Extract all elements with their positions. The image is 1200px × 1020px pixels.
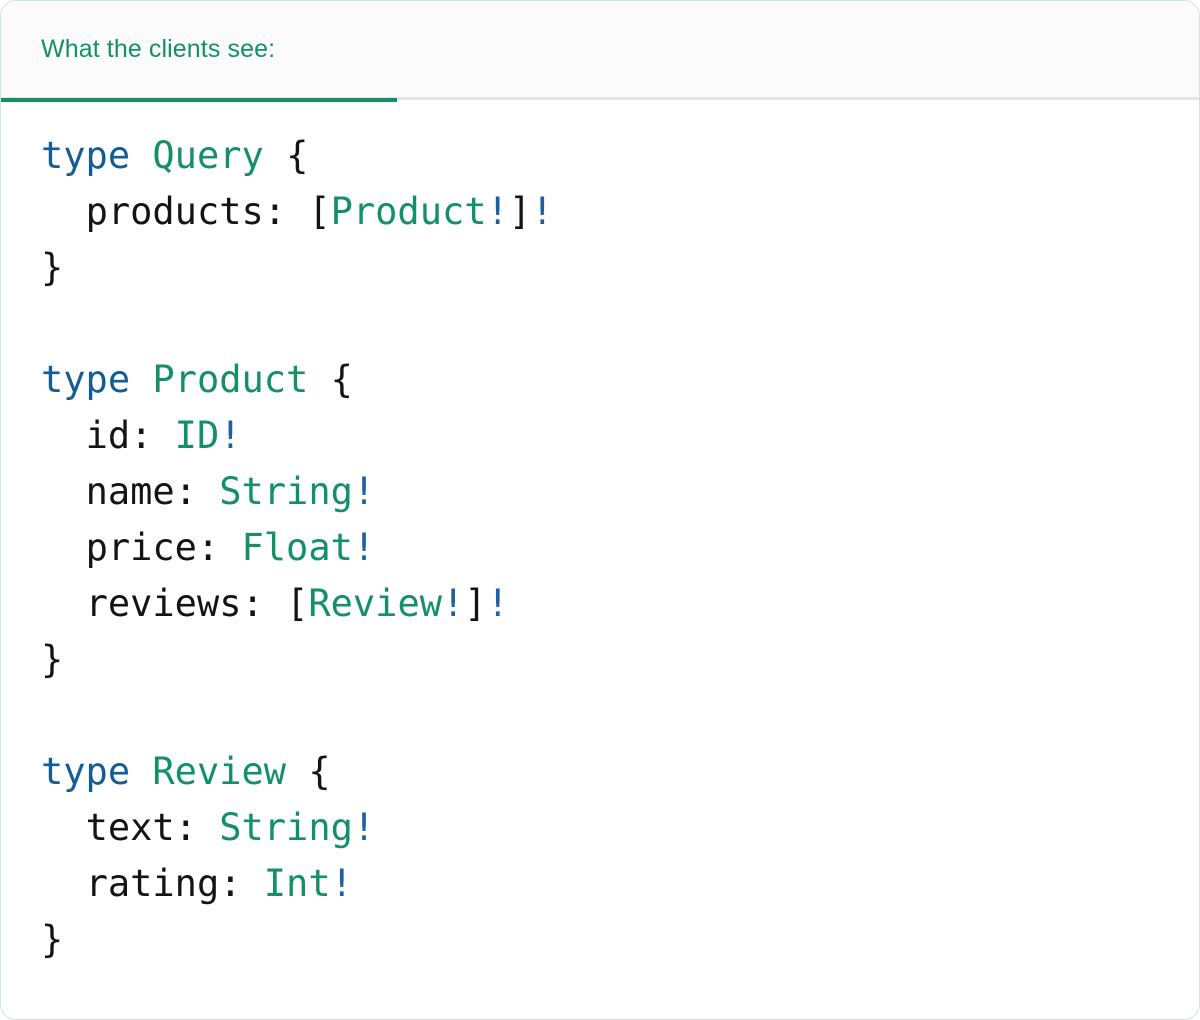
code-token-punct: } bbox=[41, 918, 64, 961]
code-token-bang: ! bbox=[486, 190, 509, 233]
code-token-punct: { bbox=[286, 134, 309, 177]
code-line: products: [Product!]! bbox=[41, 184, 1199, 240]
code-token-field: name: bbox=[85, 470, 197, 513]
code-line: rating: Int! bbox=[41, 856, 1199, 912]
code-token-type: Float bbox=[241, 526, 353, 569]
code-token-plain bbox=[219, 526, 241, 569]
code-token-field: rating: bbox=[85, 862, 242, 905]
code-token-field: id: bbox=[85, 414, 153, 457]
code-token-plain bbox=[286, 190, 308, 233]
code-line bbox=[41, 296, 1199, 352]
code-token-punct: } bbox=[41, 638, 64, 681]
code-token-bang: ! bbox=[352, 806, 376, 849]
code-token-bang: ! bbox=[352, 470, 376, 513]
code-line: type Product { bbox=[41, 352, 1199, 408]
code-token-type: Product bbox=[152, 358, 309, 401]
code-token-type: String bbox=[219, 470, 353, 513]
tab-what-the-clients-see[interactable]: What the clients see: bbox=[1, 1, 397, 102]
code-line: id: ID! bbox=[41, 408, 1199, 464]
code-token-field: products: bbox=[85, 190, 287, 233]
code-panel: type Query { products: [Product!]! } typ… bbox=[1, 100, 1199, 968]
code-token-plain bbox=[152, 414, 174, 457]
code-token-punct: ] bbox=[508, 190, 532, 233]
code-token-type: Review bbox=[152, 750, 287, 793]
code-token-plain bbox=[286, 750, 308, 793]
tab-label: What the clients see: bbox=[41, 34, 276, 63]
code-token-punct: ] bbox=[464, 582, 487, 625]
code-token-type: String bbox=[219, 806, 353, 849]
code-token-bang: ! bbox=[352, 526, 376, 569]
code-token-type: ID bbox=[174, 414, 220, 457]
code-line: } bbox=[41, 912, 1199, 968]
code-line: } bbox=[41, 240, 1199, 296]
code-token-punct: [ bbox=[308, 190, 331, 233]
code-token-kw: type bbox=[41, 750, 131, 793]
code-token-bang: ! bbox=[219, 414, 242, 457]
code-token-plain bbox=[242, 862, 264, 905]
code-token-bang: ! bbox=[531, 190, 554, 233]
code-line: } bbox=[41, 632, 1199, 688]
code-line bbox=[41, 688, 1199, 744]
code-token-plain bbox=[130, 134, 152, 177]
code-token-bang: ! bbox=[486, 582, 509, 625]
code-token-punct: { bbox=[308, 750, 331, 793]
code-token-field: reviews: bbox=[85, 582, 264, 625]
code-line: text: String! bbox=[41, 800, 1199, 856]
code-line: reviews: [Review!]! bbox=[41, 576, 1199, 632]
code-token-plain bbox=[130, 358, 152, 401]
code-token-bang: ! bbox=[442, 582, 465, 625]
code-token-plain bbox=[308, 358, 330, 401]
code-token-field: price: bbox=[85, 526, 220, 569]
code-token-type: Query bbox=[152, 134, 264, 177]
code-token-plain bbox=[264, 582, 286, 625]
graphql-schema-code[interactable]: type Query { products: [Product!]! } typ… bbox=[1, 128, 1199, 968]
code-line: type Review { bbox=[41, 744, 1199, 800]
code-token-plain bbox=[130, 750, 152, 793]
code-token-type: Int bbox=[263, 862, 331, 905]
code-token-punct: } bbox=[41, 246, 64, 289]
code-token-plain bbox=[264, 134, 286, 177]
code-token-plain bbox=[197, 470, 219, 513]
code-token-bang: ! bbox=[330, 862, 353, 905]
code-token-plain bbox=[197, 806, 219, 849]
code-line: price: Float! bbox=[41, 520, 1199, 576]
code-line: name: String! bbox=[41, 464, 1199, 520]
code-token-punct: [ bbox=[286, 582, 309, 625]
tab-bar: What the clients see: bbox=[1, 1, 1199, 102]
code-token-kw: type bbox=[41, 358, 131, 401]
code-line: type Query { bbox=[41, 128, 1199, 184]
code-token-field: text: bbox=[85, 806, 197, 849]
code-token-type: Product bbox=[330, 190, 487, 233]
code-token-kw: type bbox=[41, 134, 131, 177]
code-token-punct: { bbox=[330, 358, 353, 401]
code-token-type: Review bbox=[308, 582, 442, 625]
